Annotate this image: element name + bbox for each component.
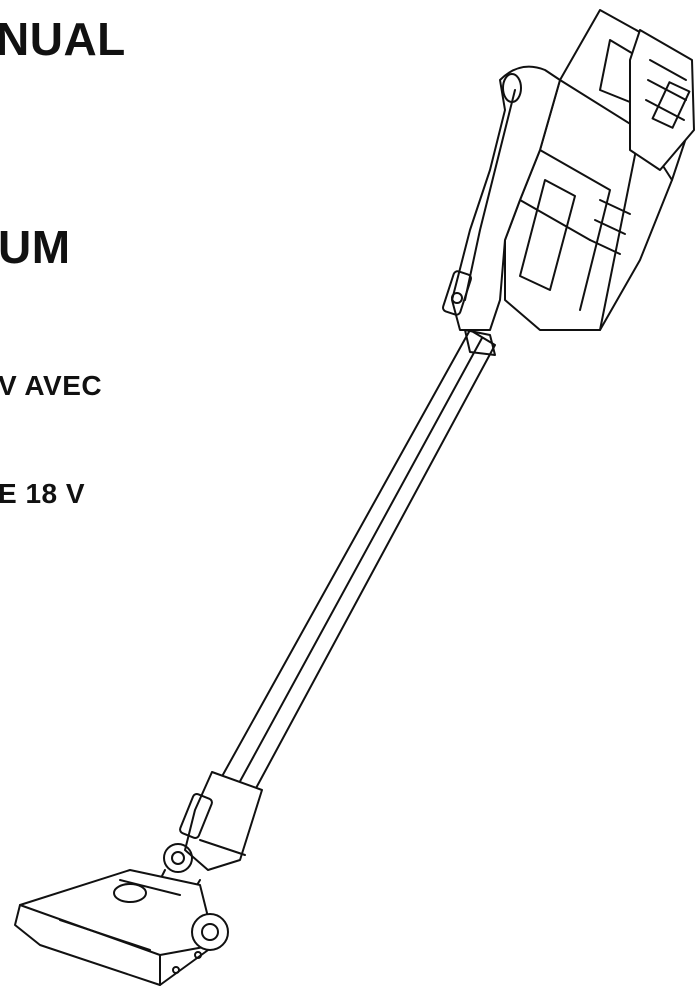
floor-head — [15, 870, 228, 985]
subtitle-line-1: V AVEC — [0, 370, 103, 401]
title-line-2: UM — [0, 221, 71, 273]
subtitle-line-2: E 18 V — [0, 478, 86, 509]
vacuum-handle — [442, 67, 560, 330]
vacuum-wand — [220, 330, 495, 790]
battery-pack — [630, 30, 694, 170]
title-line-1: NUAL — [0, 13, 126, 65]
